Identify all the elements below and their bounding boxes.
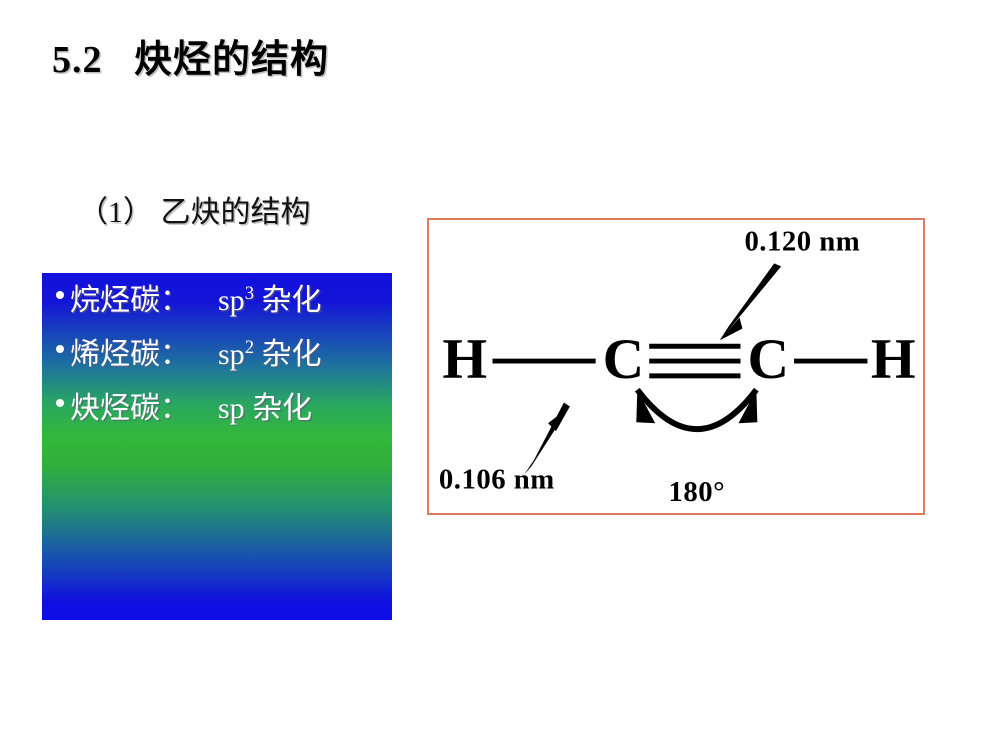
leader-arrowhead-ch-bond [548, 406, 570, 432]
page-title: 5.2 炔烃的结构 [52, 39, 330, 81]
list-item: 烷烃碳： sp3 杂化 [54, 281, 382, 321]
bond-angle-arrowhead-left [636, 389, 656, 424]
bullet-item-2-text: 炔烃碳： sp 杂化 [70, 392, 312, 425]
bullet-dot-icon [56, 291, 64, 299]
bullet-dot-icon [56, 399, 64, 407]
bullet-item-2-orbital: sp [218, 392, 245, 425]
list-item: 炔烃碳： sp 杂化 [54, 389, 382, 429]
bond-angle-arrowhead-right [738, 389, 758, 424]
label-ch-bond-length: 0.106 nm [439, 463, 555, 495]
bond-angle-arc [634, 387, 759, 433]
bullet-dot-icon [56, 345, 64, 353]
label-bond-angle: 180° [669, 476, 726, 508]
bullet-item-0-suffix: 杂化 [261, 284, 322, 317]
bullet-item-1-prefix: 烯烃碳： [70, 338, 190, 371]
bullet-item-2-suffix: 杂化 [252, 392, 313, 425]
atom-right-carbon: C [747, 328, 789, 391]
acetylene-structure-panel: H C C H 0.120 nm 0.106 nm [427, 218, 925, 515]
atom-right-hydrogen: H [871, 328, 916, 391]
atom-left-carbon: C [603, 328, 645, 391]
bullet-item-0-prefix: 烷烃碳： [70, 284, 190, 317]
bullet-item-1-orbital: sp [218, 338, 245, 371]
bullet-item-1-suffix: 杂化 [261, 338, 322, 371]
label-triple-bond-length: 0.120 nm [744, 226, 860, 258]
list-item: 烯烃碳： sp2 杂化 [54, 335, 382, 375]
section-subheading: （1） 乙炔的结构 [78, 196, 311, 229]
leader-arrow-triple-bond [719, 263, 782, 341]
leader-arrowhead-triple-bond [719, 317, 743, 341]
bullet-item-0-text: 烷烃碳： sp3 杂化 [70, 284, 321, 317]
bullet-item-2-prefix: 炔烃碳： [70, 392, 190, 425]
bullet-item-1-orbital-exponent: 2 [244, 337, 254, 358]
bullet-item-0-orbital-exponent: 3 [244, 283, 254, 304]
acetylene-structure-diagram: H C C H 0.120 nm 0.106 nm [439, 226, 916, 508]
hybridization-bullet-box: 烷烃碳：sp3 杂化 烯烃碳：sp2 杂化 炔烃碳：sp 杂化 [42, 273, 392, 620]
atom-left-hydrogen: H [442, 328, 487, 391]
bullet-item-0-orbital: sp [218, 284, 245, 317]
bullet-item-1-text: 烯烃碳： sp2 杂化 [70, 338, 321, 371]
